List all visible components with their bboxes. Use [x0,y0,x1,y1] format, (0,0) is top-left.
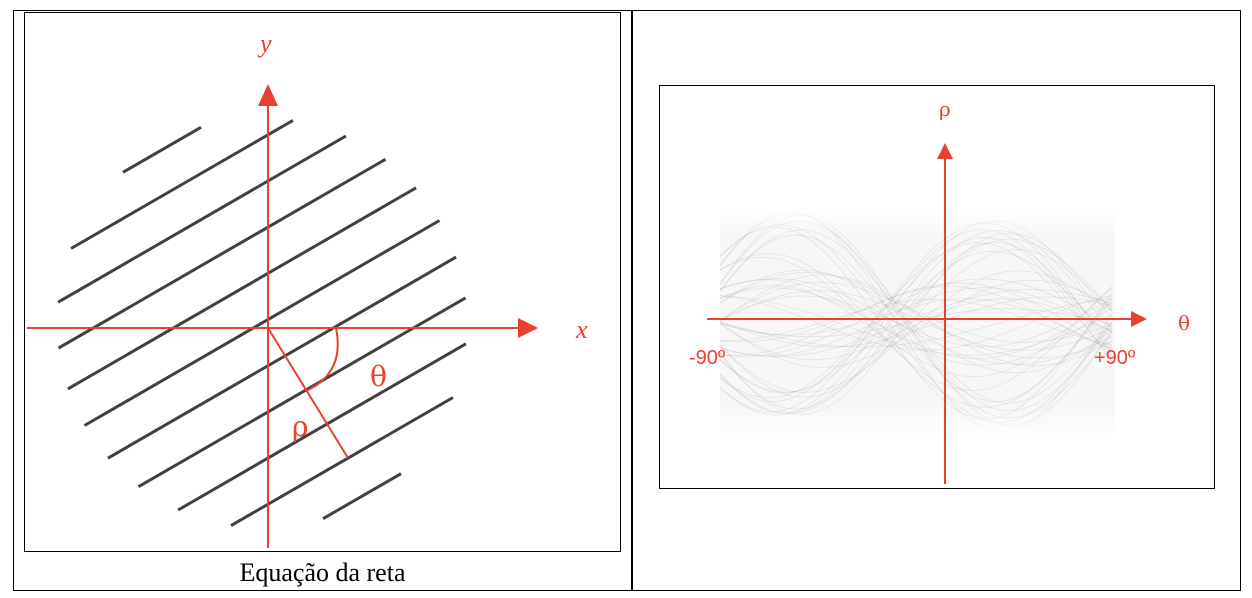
theta-axis-label: θ [1178,311,1190,335]
parallel-line [57,134,347,304]
table-divider [631,10,633,591]
x-axis-label: x [575,315,588,344]
theta-label: θ [370,360,387,393]
parallel-line [177,342,467,512]
parallel-line [83,219,441,427]
left-caption: Equação da reta [239,558,406,587]
parallel-lines [57,119,467,527]
theta-axis-arrowhead [1131,311,1147,327]
hough-space-panel [659,85,1215,489]
parallel-line [122,126,202,174]
y-axis-label: y [257,29,272,58]
theta-arc [307,327,339,391]
y-axis-arrowhead [258,84,278,106]
parallel-line [107,255,457,460]
theta-min-label: -90º [689,347,726,369]
rho-label: ρ [292,410,308,443]
rho-segment [267,327,349,459]
x-axis-arrowhead [518,318,538,338]
hough-accumulator [720,210,1115,435]
xy-axes [27,84,538,548]
parallel-line [322,472,402,520]
rho-axis-label: ρ [939,97,951,121]
parallel-line [70,119,294,250]
line-equation-panel [24,12,621,552]
hough-axes [707,143,1147,484]
rho-axis-arrowhead [937,143,953,159]
parallel-line [137,296,467,488]
parallel-line [67,186,417,391]
figure-table [13,10,1241,591]
parallel-line [57,158,387,350]
theta-max-label: +90º [1094,347,1136,369]
